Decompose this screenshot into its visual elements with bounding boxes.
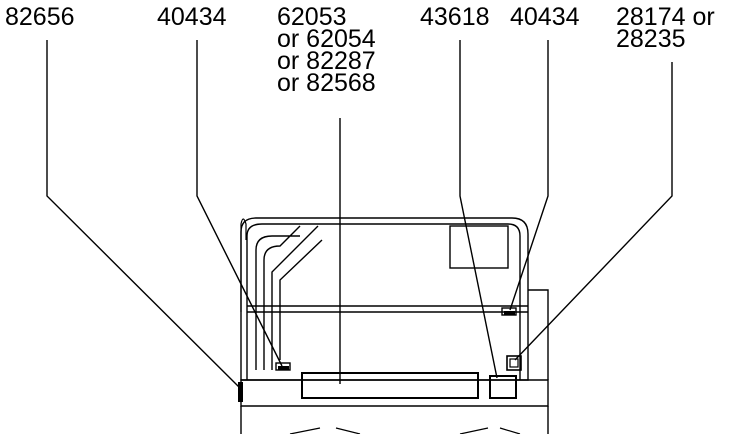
right-bay xyxy=(528,289,549,380)
leader-40434-left xyxy=(196,40,283,367)
label-43618: 43618 xyxy=(420,3,490,31)
chassis-frame xyxy=(240,217,529,381)
connector-box xyxy=(489,375,517,399)
label-40434-right: 40434 xyxy=(510,3,580,31)
base-front-edge xyxy=(240,406,549,434)
label-40434-left: 40434 xyxy=(157,3,227,31)
top-module xyxy=(449,225,509,269)
inner-frame xyxy=(246,223,521,380)
leader-40434-right xyxy=(509,40,549,311)
card-slot xyxy=(301,372,479,399)
leader-82656 xyxy=(46,40,241,389)
leader-28174 xyxy=(514,62,673,361)
small-connector xyxy=(506,355,522,371)
antenna-post xyxy=(240,218,247,312)
chassis-base xyxy=(240,379,549,407)
label-62053-alternatives: 62053 or 62054 or 82287 or 82568 xyxy=(277,3,376,97)
label-82656: 82656 xyxy=(5,3,75,31)
middle-shelf xyxy=(247,305,528,313)
cable-harness xyxy=(255,225,323,370)
leader-43618 xyxy=(459,40,498,379)
edge-connector xyxy=(238,382,243,402)
base-feet xyxy=(289,427,521,434)
label-28174-alternatives: 28174 or 28235 xyxy=(616,3,715,53)
